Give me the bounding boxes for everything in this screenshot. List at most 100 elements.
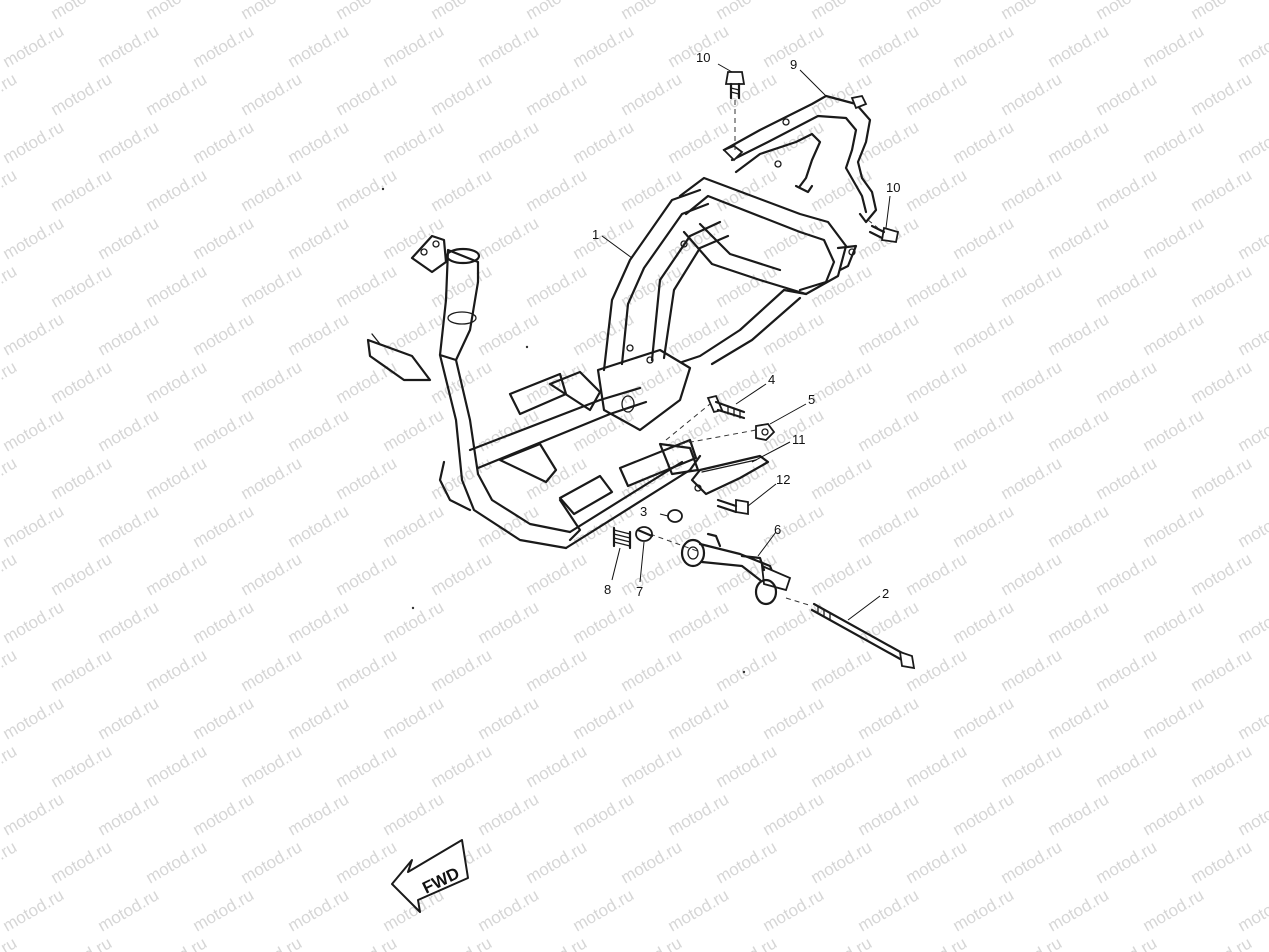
watermark-text: motod.ru xyxy=(713,741,781,791)
watermark-text: motod.ru xyxy=(333,933,401,952)
watermark-text: motod.ru xyxy=(333,357,401,407)
watermark-text: motod.ru xyxy=(0,453,20,503)
watermark-text: motod.ru xyxy=(998,549,1066,599)
watermark-text: motod.ru xyxy=(333,0,401,23)
watermark-text: motod.ru xyxy=(855,789,923,839)
watermark-text: motod.ru xyxy=(428,741,496,791)
watermark-text: motod.ru xyxy=(998,837,1066,887)
label-part-1: 1 xyxy=(592,227,599,242)
spring-8 xyxy=(612,526,632,550)
rear-grab-rail xyxy=(722,94,878,224)
watermark-text: motod.ru xyxy=(1140,597,1208,647)
watermark-text: motod.ru xyxy=(523,837,591,887)
watermark-text: motod.ru xyxy=(380,789,448,839)
watermark-text: motod.ru xyxy=(665,789,733,839)
watermark-text: motod.ru xyxy=(1188,645,1256,695)
watermark-text: motod.ru xyxy=(333,645,401,695)
watermark-text: motod.ru xyxy=(1235,213,1269,263)
watermark-text: motod.ru xyxy=(618,933,686,952)
watermark-text: motod.ru xyxy=(333,165,401,215)
watermark-text: motod.ru xyxy=(665,309,733,359)
watermark-text: motod.ru xyxy=(950,597,1018,647)
watermark-text: motod.ru xyxy=(950,21,1018,71)
watermark-text: motod.ru xyxy=(855,21,923,71)
watermark-text: motod.ru xyxy=(475,213,543,263)
watermark-text: motod.ru xyxy=(1188,741,1256,791)
watermark-text: motod.ru xyxy=(380,405,448,455)
watermark-text: motod.ru xyxy=(285,405,353,455)
main-stand xyxy=(680,532,792,606)
watermark-text: motod.ru xyxy=(855,693,923,743)
watermark-text: motod.ru xyxy=(1093,933,1161,952)
label-part-2: 2 xyxy=(882,586,889,601)
watermark-text: motod.ru xyxy=(238,69,306,119)
watermark-text: motod.ru xyxy=(760,309,828,359)
watermark-text: motod.ru xyxy=(713,453,781,503)
watermark-text: motod.ru xyxy=(618,837,686,887)
watermark-text: motod.ru xyxy=(380,693,448,743)
watermark-text: motod.ru xyxy=(1045,213,1113,263)
watermark-text: motod.ru xyxy=(1140,405,1208,455)
watermark-text: motod.ru xyxy=(950,117,1018,167)
watermark-text: motod.ru xyxy=(333,549,401,599)
watermark-text: motod.ru xyxy=(380,597,448,647)
watermark-text: motod.ru xyxy=(1140,789,1208,839)
watermark-text: motod.ru xyxy=(143,549,211,599)
watermark-text: motod.ru xyxy=(0,69,20,119)
watermark-text: motod.ru xyxy=(143,261,211,311)
watermark-text: motod.ru xyxy=(95,21,163,71)
watermark-text: motod.ru xyxy=(1188,837,1256,887)
watermark-text: motod.ru xyxy=(475,885,543,935)
watermark-text: motod.ru xyxy=(523,453,591,503)
watermark-text: motod.ru xyxy=(713,165,781,215)
watermark-text: motod.ru xyxy=(808,69,876,119)
watermark-text: motod.ru xyxy=(808,837,876,887)
watermark-text: motod.ru xyxy=(285,885,353,935)
watermark-text: motod.ru xyxy=(570,789,638,839)
watermark-text: motod.ru xyxy=(333,453,401,503)
watermark-text: motod.ru xyxy=(523,549,591,599)
watermark-text: motod.ru xyxy=(143,933,211,952)
watermark-text: motod.ru xyxy=(1093,549,1161,599)
watermark-text: motod.ru xyxy=(333,261,401,311)
watermark-text: motod.ru xyxy=(143,741,211,791)
watermark-text: motod.ru xyxy=(285,117,353,167)
watermark-text: motod.ru xyxy=(618,549,686,599)
watermark-text: motod.ru xyxy=(1235,789,1269,839)
watermark-text: motod.ru xyxy=(238,357,306,407)
watermark-text: motod.ru xyxy=(713,0,781,23)
watermark-text: motod.ru xyxy=(1235,597,1269,647)
watermark-text: motod.ru xyxy=(713,69,781,119)
label-part-6: 6 xyxy=(774,522,781,537)
watermark-text: motod.ru xyxy=(285,693,353,743)
watermark-text: motod.ru xyxy=(1093,0,1161,23)
watermark-text: motod.ru xyxy=(190,789,258,839)
watermark-text: motod.ru xyxy=(903,69,971,119)
watermark-text: motod.ru xyxy=(998,69,1066,119)
watermark-text: motod.ru xyxy=(618,357,686,407)
watermark-text: motod.ru xyxy=(1093,837,1161,887)
watermark-text: motod.ru xyxy=(570,885,638,935)
watermark-text: motod.ru xyxy=(0,117,67,167)
watermark-text: motod.ru xyxy=(808,453,876,503)
watermark-text: motod.ru xyxy=(1045,117,1113,167)
watermark-text: motod.ru xyxy=(808,933,876,952)
watermark-text: motod.ru xyxy=(1235,21,1269,71)
watermark-text: motod.ru xyxy=(190,213,258,263)
watermark-text: motod.ru xyxy=(1140,693,1208,743)
watermark-text: motod.ru xyxy=(190,405,258,455)
watermark-text: motod.ru xyxy=(475,789,543,839)
watermark-text: motod.ru xyxy=(428,0,496,23)
stray-marks xyxy=(381,187,746,674)
watermark-text: motod.ru xyxy=(1093,357,1161,407)
watermark-text: motod.ru xyxy=(48,0,116,23)
watermark-text: motod.ru xyxy=(475,117,543,167)
watermark-text: motod.ru xyxy=(0,309,67,359)
watermark-text: motod.ru xyxy=(190,885,258,935)
watermark-text: motod.ru xyxy=(855,405,923,455)
watermark-text: motod.ru xyxy=(0,789,67,839)
watermark-text: motod.ru xyxy=(0,21,67,71)
watermark-text: motod.ru xyxy=(1188,69,1256,119)
watermark-text: motod.ru xyxy=(570,693,638,743)
watermark-text: motod.ru xyxy=(903,933,971,952)
